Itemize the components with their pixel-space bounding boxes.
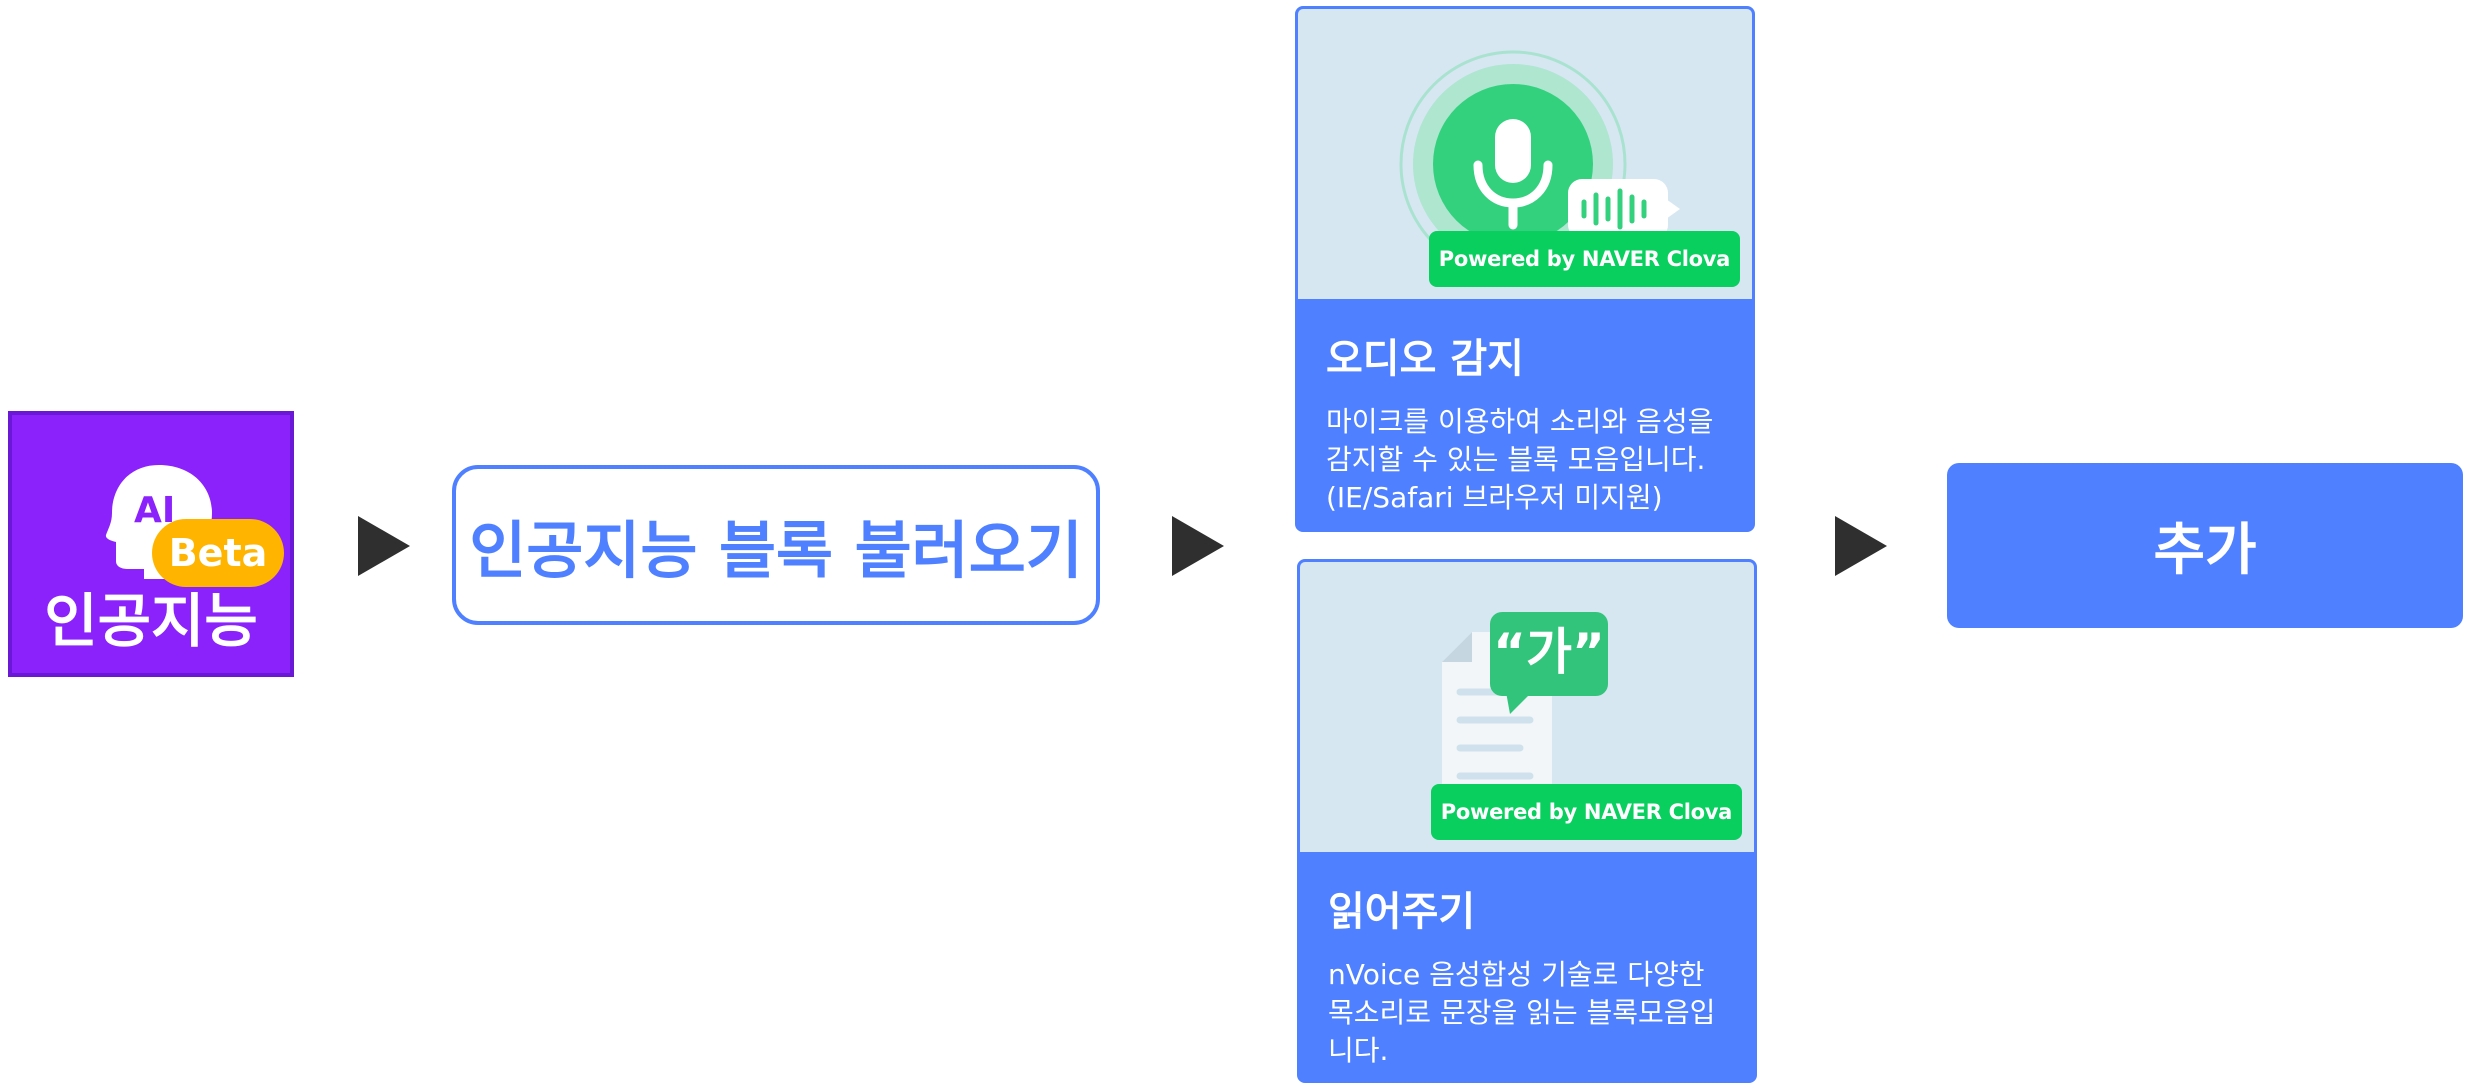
audio-detection-card[interactable]: Powered by NAVER Clova 오디오 감지 마이크를 이용하여 … [1295, 6, 1755, 532]
powered-by-badge: Powered by NAVER Clova [1428, 231, 1740, 287]
beta-badge: Beta [152, 519, 284, 587]
card-title: 읽어주기 [1328, 889, 1476, 935]
card-description: nVoice 음성합성 기술로 다양한 목소리로 문장을 읽는 블록모음입니다. [1328, 958, 1716, 1067]
arrow-right-icon [358, 516, 410, 576]
powered-by-badge: Powered by NAVER Clova [1430, 784, 1742, 840]
ai-tile-label: 인공지능 [44, 587, 258, 655]
arrow-right-icon [1172, 516, 1224, 576]
ai-category-tile[interactable]: AI Beta 인공지능 [8, 411, 294, 677]
arrow-right-icon [1835, 516, 1887, 576]
card-image: “가” Powered by NAVER Clova [1300, 562, 1754, 852]
load-ai-blocks-button[interactable]: 인공지능 블록 불러오기 [452, 465, 1100, 625]
microphone-icon [1399, 50, 1680, 278]
read-aloud-card[interactable]: “가” Powered by NAVER Clova 읽어주기 nVoice 음… [1297, 559, 1757, 1083]
speech-character: “가” [1493, 623, 1605, 681]
add-button[interactable]: 추가 [1947, 463, 2463, 628]
card-image: Powered by NAVER Clova [1298, 9, 1752, 299]
card-title: 오디오 감지 [1326, 336, 1524, 382]
card-description: 마이크를 이용하여 소리와 음성을 감지할 수 있는 블록 모음입니다. (IE… [1326, 405, 1714, 514]
